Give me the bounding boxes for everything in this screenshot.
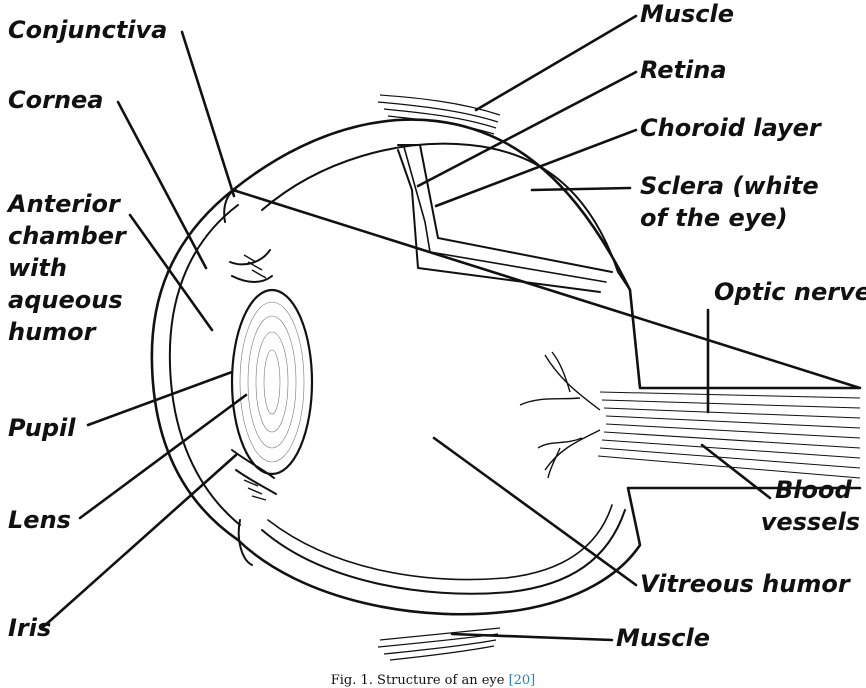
sclera-outer-outline xyxy=(150,118,862,616)
leader-conjunctiva xyxy=(180,30,236,198)
label-blood-vessels: Blood vessels xyxy=(761,476,860,536)
eye-illustration xyxy=(150,94,862,661)
label-optic-nerve: Optic nerve xyxy=(714,278,866,306)
label-sclera: Sclera (white of the eye) xyxy=(640,172,827,232)
optic-nerve-fibres xyxy=(597,391,861,479)
label-anterior-chamber-line-1: Anterior xyxy=(6,190,122,218)
iris-upper xyxy=(229,249,273,283)
leader-pupil xyxy=(86,370,234,427)
label-choroid: Choroid layer xyxy=(640,114,823,142)
label-anterior-chamber: Anterior chamber with aqueous humor xyxy=(6,190,134,346)
leader-choroid xyxy=(434,128,638,208)
figure-caption: Fig. 1. Structure of an eye [20] xyxy=(331,673,536,688)
label-pupil: Pupil xyxy=(8,414,76,442)
label-lens: Lens xyxy=(8,506,71,534)
lens-texture xyxy=(239,301,305,463)
figure-caption-ref[interactable]: [20] xyxy=(509,673,536,688)
leader-muscle-bottom xyxy=(450,632,614,642)
leader-muscle-top xyxy=(474,14,638,112)
label-muscle-top: Muscle xyxy=(640,0,734,28)
figure-caption-text: Fig. 1. Structure of an eye xyxy=(331,673,509,688)
labels: Conjunctiva Cornea Anterior chamber with… xyxy=(6,0,866,652)
leader-iris xyxy=(40,453,238,630)
label-iris: Iris xyxy=(8,614,51,642)
label-anterior-chamber-line-5: humor xyxy=(8,318,98,346)
label-blood-vessels-line-1: Blood xyxy=(775,476,852,504)
leader-cornea xyxy=(116,100,208,270)
leader-lens xyxy=(78,393,248,520)
leader-vitreous xyxy=(432,436,638,587)
retina-band-inner xyxy=(403,146,607,283)
leader-blood-vessels xyxy=(700,443,772,500)
label-sclera-line-1: Sclera (white xyxy=(640,172,819,200)
leader-anterior-chamber xyxy=(128,213,214,332)
conjunctiva-edge xyxy=(223,189,253,566)
label-retina: Retina xyxy=(640,56,727,84)
leader-sclera xyxy=(530,186,632,192)
label-sclera-line-2: of the eye) xyxy=(640,204,788,232)
label-anterior-chamber-line-3: with xyxy=(8,254,67,282)
ciliary-body xyxy=(243,254,267,501)
retinal-blood-vessels xyxy=(519,351,601,479)
leader-retina xyxy=(416,70,638,188)
cornea-inner-outline xyxy=(168,204,241,526)
leader-lines xyxy=(40,14,772,642)
choroid-lower-outline xyxy=(261,509,626,595)
label-anterior-chamber-line-4: aqueous xyxy=(8,286,123,314)
choroid-outline xyxy=(261,142,631,291)
label-muscle-bottom: Muscle xyxy=(616,624,710,652)
iris-lower xyxy=(231,449,277,495)
muscle-bottom xyxy=(377,627,501,661)
label-conjunctiva: Conjunctiva xyxy=(8,16,167,44)
lens-shape xyxy=(230,288,314,476)
label-anterior-chamber-line-2: chamber xyxy=(8,222,128,250)
retina-lower xyxy=(267,504,613,581)
label-blood-vessels-line-2: vessels xyxy=(761,508,860,536)
muscle-top xyxy=(377,94,501,135)
label-vitreous: Vitreous humor xyxy=(640,570,852,598)
retina-band xyxy=(397,144,613,293)
label-cornea: Cornea xyxy=(8,86,104,114)
